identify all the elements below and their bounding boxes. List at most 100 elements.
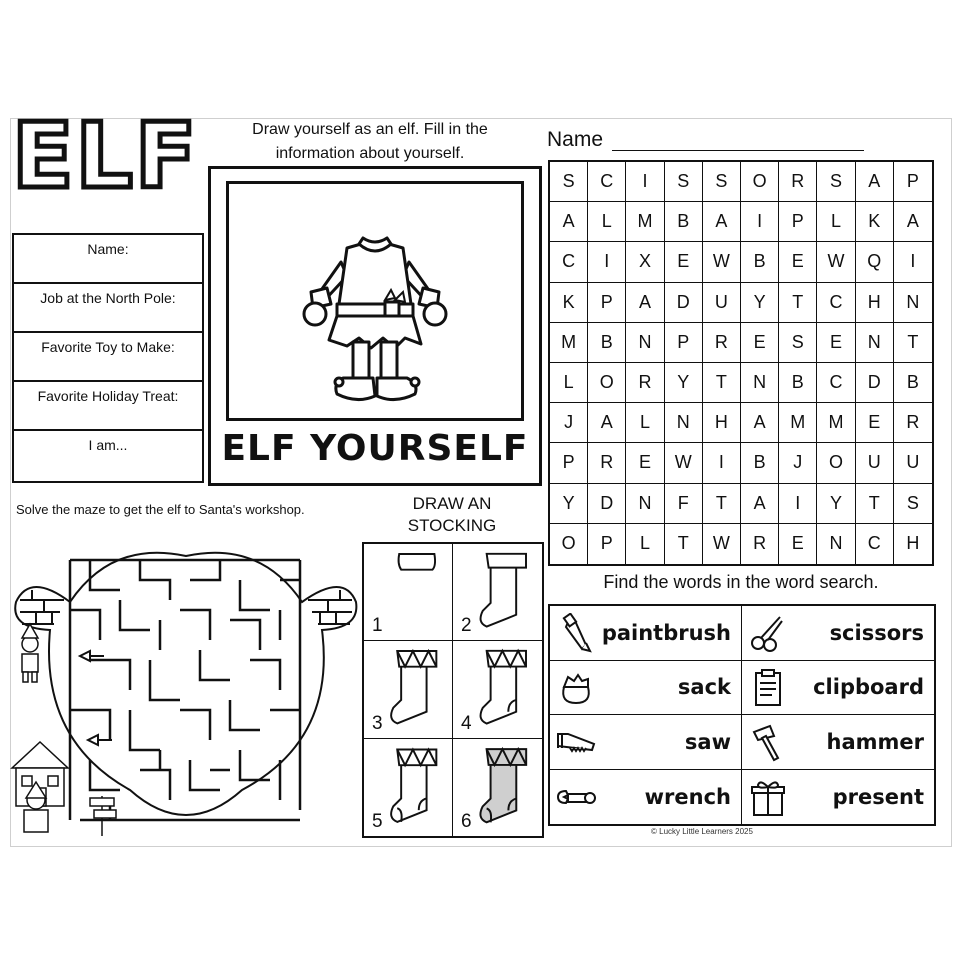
grid-cell[interactable]: B [893, 363, 932, 404]
grid-cell[interactable]: S [893, 484, 932, 524]
grid-cell[interactable]: U [855, 443, 894, 484]
grid-cell[interactable]: N [626, 483, 665, 524]
grid-cell[interactable]: W [817, 242, 856, 283]
grid-cell[interactable]: A [702, 202, 741, 243]
grid-cell[interactable]: H [906, 533, 920, 554]
grid-cell[interactable]: U [893, 443, 932, 484]
name-line[interactable] [612, 150, 864, 151]
grid-cell[interactable]: I [588, 242, 627, 283]
grid-cell[interactable]: E [779, 242, 818, 283]
grid-cell[interactable]: O [741, 162, 780, 203]
grid-cell[interactable]: A [741, 483, 780, 524]
grid-cell[interactable]: A [855, 162, 894, 203]
grid-cell[interactable]: E [817, 322, 856, 363]
grid-cell[interactable]: B [741, 242, 780, 283]
grid-cell[interactable]: I [626, 162, 665, 203]
grid-cell[interactable]: I [779, 483, 818, 524]
grid-cell[interactable]: D [664, 282, 703, 323]
grid-cell[interactable]: P [588, 523, 627, 564]
grid-cell[interactable]: E [855, 403, 894, 444]
grid-cell[interactable]: M [550, 322, 589, 363]
grid-cell[interactable]: C [550, 242, 589, 283]
grid-cell[interactable]: N [855, 322, 894, 363]
grid-cell[interactable]: R [741, 523, 780, 564]
grid-cell[interactable]: A [741, 403, 780, 444]
grid-cell[interactable]: L [817, 202, 856, 243]
grid-cell[interactable]: F [664, 483, 703, 524]
grid-cell[interactable]: W [702, 242, 741, 283]
grid-cell[interactable]: R [588, 443, 627, 484]
form-field-name[interactable]: Name: [14, 235, 202, 284]
grid-cell[interactable]: N [741, 363, 780, 404]
grid-cell[interactable]: K [550, 282, 589, 323]
grid-cell[interactable]: P [779, 202, 818, 243]
grid-cell[interactable]: C [817, 282, 856, 323]
grid-cell[interactable]: K [855, 202, 894, 243]
grid-cell[interactable]: L [550, 363, 589, 404]
grid-cell[interactable]: R [893, 403, 932, 444]
grid-cell[interactable]: M [779, 403, 818, 444]
grid-cell[interactable]: T [855, 483, 894, 524]
form-field-treat[interactable]: Favorite Holiday Treat: [14, 382, 202, 431]
grid-cell[interactable]: C [817, 363, 856, 404]
grid-cell[interactable]: Y [550, 483, 589, 524]
grid-cell[interactable]: A [588, 403, 627, 444]
grid-cell[interactable]: C [588, 162, 627, 203]
grid-cell[interactable]: I [893, 242, 932, 283]
grid-cell[interactable]: M [817, 403, 856, 444]
form-field-toy[interactable]: Favorite Toy to Make: [14, 333, 202, 382]
grid-cell[interactable]: J [550, 403, 589, 444]
grid-cell[interactable]: Y [817, 483, 856, 524]
grid-cell[interactable]: T [779, 282, 818, 323]
grid-cell[interactable]: I [741, 202, 780, 243]
maze[interactable] [10, 520, 362, 842]
grid-cell[interactable]: A [893, 202, 932, 243]
grid-cell[interactable]: E [626, 443, 665, 484]
grid-cell[interactable]: N [664, 403, 703, 444]
grid-cell[interactable]: B [779, 363, 818, 404]
form-field-i-am[interactable]: I am... [88, 437, 128, 453]
grid-cell[interactable]: H [855, 282, 894, 323]
grid-cell[interactable]: U [702, 282, 741, 323]
grid-cell[interactable]: L [626, 403, 665, 444]
grid-cell[interactable]: D [588, 483, 627, 524]
grid-cell[interactable]: S [779, 322, 818, 363]
grid-cell[interactable]: B [588, 322, 627, 363]
grid-cell[interactable]: Q [855, 242, 894, 283]
grid-cell[interactable]: E [779, 523, 818, 564]
grid-cell[interactable]: E [664, 242, 703, 283]
grid-cell[interactable]: A [550, 202, 589, 243]
grid-cell[interactable]: I [702, 443, 741, 484]
grid-cell[interactable]: B [741, 443, 780, 484]
grid-cell[interactable]: Y [664, 363, 703, 404]
grid-cell[interactable]: H [702, 403, 741, 444]
grid-cell[interactable]: T [702, 483, 741, 524]
grid-cell[interactable]: O [588, 363, 627, 404]
grid-cell[interactable]: P [664, 322, 703, 363]
grid-cell[interactable]: S [817, 162, 856, 203]
elf-drawing-area[interactable] [226, 181, 524, 421]
grid-cell[interactable]: L [626, 523, 665, 564]
grid-cell[interactable]: B [664, 202, 703, 243]
grid-cell[interactable]: P [588, 282, 627, 323]
grid-cell[interactable]: N [626, 322, 665, 363]
grid-cell[interactable]: T [665, 523, 703, 564]
grid-cell[interactable]: M [626, 202, 665, 243]
grid-cell[interactable]: S [550, 162, 589, 203]
grid-cell[interactable]: L [588, 202, 627, 243]
grid-cell[interactable]: R [626, 363, 665, 404]
grid-cell[interactable]: W [664, 443, 703, 484]
grid-cell[interactable]: S [702, 162, 741, 203]
grid-cell[interactable]: O [550, 523, 589, 564]
grid-cell[interactable]: E [741, 322, 780, 363]
grid-cell[interactable]: P [893, 162, 932, 203]
grid-cell[interactable]: C [856, 523, 894, 564]
grid-cell[interactable]: P [550, 443, 589, 484]
grid-cell[interactable]: D [855, 363, 894, 404]
grid-cell[interactable]: W [703, 523, 741, 564]
grid-cell[interactable]: R [702, 322, 741, 363]
grid-cell[interactable]: X [626, 242, 665, 283]
grid-cell[interactable]: O [817, 443, 856, 484]
grid-cell[interactable]: J [779, 443, 818, 484]
grid-cell[interactable]: N [817, 523, 856, 564]
